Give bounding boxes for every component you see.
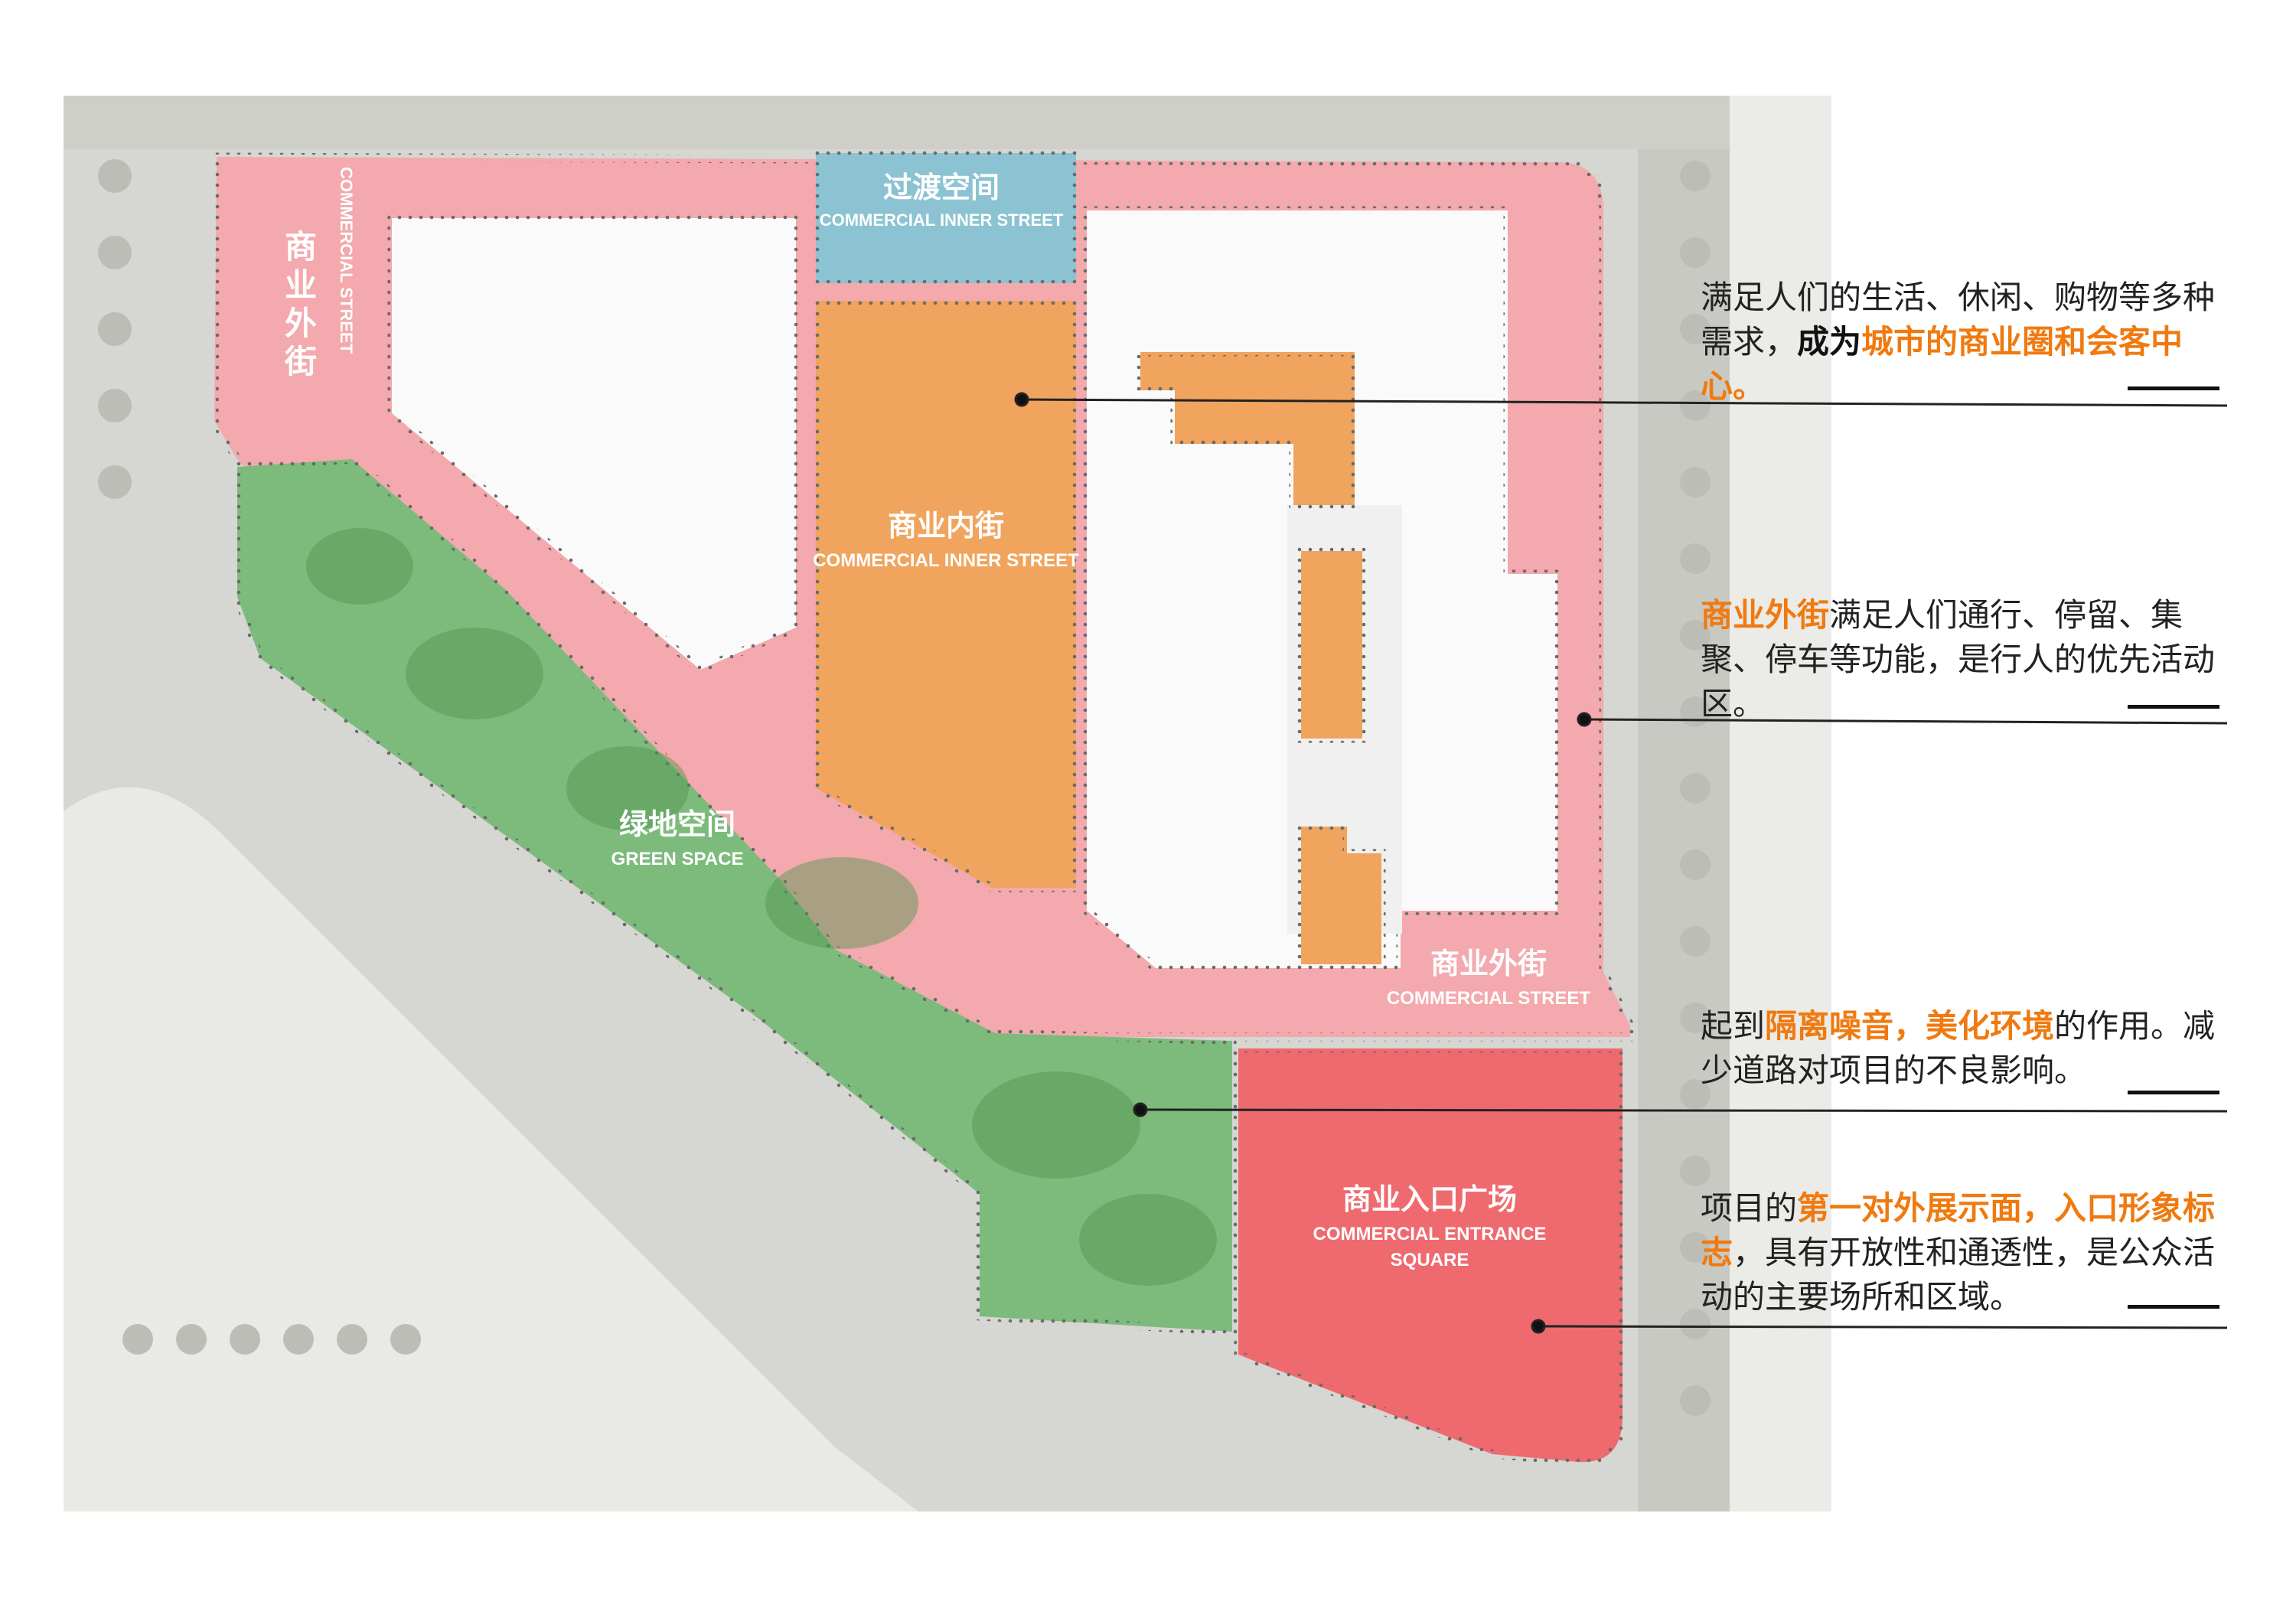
label-green-cn: 绿地空间	[619, 807, 735, 841]
zone-entrance-square	[1234, 1044, 1627, 1466]
label-entrance-en-2: SQUARE	[1391, 1250, 1469, 1270]
annotation-4-text-a: 项目的	[1701, 1189, 1798, 1227]
annotation-1-emphasis: 成为	[1797, 323, 1862, 360]
label-transition-en: COMMERCIAL INNER STREET	[820, 210, 1064, 230]
street-trees	[98, 159, 1711, 1416]
zone-transition-space	[811, 148, 1081, 288]
orange-block-1	[1136, 347, 1359, 510]
block-right	[1730, 96, 1831, 1511]
label-transition-cn: 过渡空间	[883, 171, 1000, 204]
label-outer-street-vertical: 商业外街 COMMERCIAL STREET	[280, 167, 357, 383]
annotation-4-highlight: 第一对外展示面，入口形象标志	[1701, 1189, 2216, 1271]
annotation-3: 起到隔离噪音，美化环境的作用。减少道路对项目的不良影响。	[1701, 1004, 2236, 1093]
label-outer-street-bottom-cn: 商业外街	[1430, 947, 1547, 980]
annotation-4-text-b: ，具有开放性和通透性，是公众活动的主要场所和区域。	[1701, 1234, 2216, 1316]
annotation-1-underline	[2128, 386, 2219, 390]
annotation-4-underline	[2128, 1305, 2219, 1309]
annotation-3-text-a: 起到	[1701, 1007, 1766, 1045]
annotation-4: 项目的第一对外展示面，入口形象标志，具有开放性和通透性，是公众活动的主要场所和区…	[1701, 1186, 2236, 1319]
annotation-2-highlight: 商业外街	[1701, 596, 1830, 634]
leader-lines	[1014, 392, 2228, 1334]
label-outer-street-left-cn: 商业外街	[280, 230, 318, 383]
zone-green-space	[233, 455, 1237, 1336]
city-block-bottom-left	[64, 787, 918, 1511]
annotation-2-text: 满足人们通行、停留、集聚、停车等功能，是行人的优先活动区。	[1701, 596, 2216, 722]
annotation-1: 满足人们的生活、休闲、购物等多种需求，成为城市的商业圈和会客中心。	[1701, 276, 2236, 409]
annotation-2-underline	[2128, 705, 2219, 709]
zone-inner-street	[811, 296, 1081, 892]
annotation-3-underline	[2128, 1091, 2219, 1094]
annotation-1-text: 满足人们的生活、休闲、购物等多种需求，	[1701, 279, 2216, 360]
label-entrance-en-1: COMMERCIAL ENTRANCE	[1313, 1224, 1547, 1244]
annotation-2: 商业外街满足人们通行、停留、集聚、停车等功能，是行人的优先活动区。	[1701, 593, 2236, 726]
road-top	[64, 96, 1831, 149]
label-entrance-cn: 商业入口广场	[1342, 1182, 1517, 1216]
label-green-en: GREEN SPACE	[612, 849, 744, 869]
label-inner-street-en: COMMERCIAL INNER STREET	[813, 550, 1079, 571]
green-texture	[306, 528, 1217, 1286]
annotation-3-text-b: 的作用。减少道路对项目的不良影响。	[1701, 1007, 2216, 1089]
label-outer-street-bottom-en: COMMERCIAL STREET	[1387, 988, 1591, 1009]
label-outer-street-left-en: COMMERCIAL STREET	[337, 167, 356, 354]
orange-block-2	[1296, 546, 1367, 743]
building-left	[387, 214, 801, 675]
annotation-3-highlight: 隔离噪音，美化环境	[1765, 1007, 2055, 1045]
label-inner-street-cn: 商业内街	[888, 509, 1004, 543]
orange-block-3	[1296, 822, 1386, 969]
annotation-1-highlight: 城市的商业圈和会客中心。	[1701, 323, 2183, 405]
